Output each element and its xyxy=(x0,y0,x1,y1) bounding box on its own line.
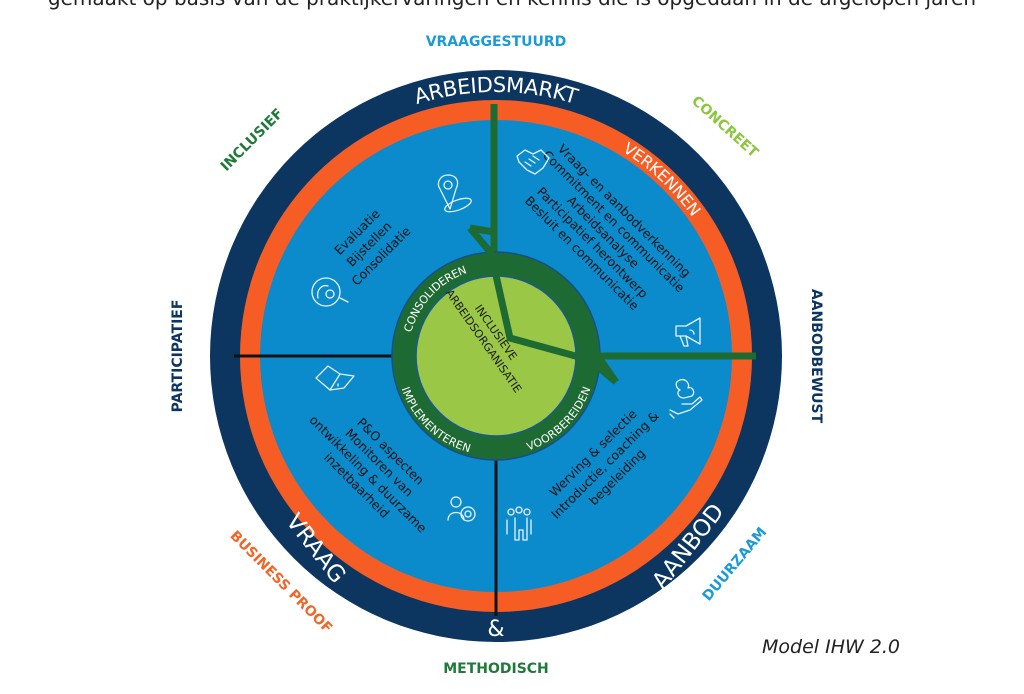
outer-label-aanbodbewust: AANBODBEWUST xyxy=(808,289,824,424)
outer-label-concreet: CONCREET xyxy=(688,93,761,161)
person-gear-icon xyxy=(447,496,476,522)
navy-ring-label-ampersand: & xyxy=(487,617,504,642)
outer-label-inclusief: INCLUSIEF xyxy=(218,106,287,175)
outer-label-participatief: PARTICIPATIEF xyxy=(170,300,186,413)
outer-label-vraaggestuurd: VRAAGGESTUURD xyxy=(426,34,567,50)
cut-off-intro-text: gemaakt op basis van de praktijkervaring… xyxy=(0,0,1024,10)
head-gear-magnifier-icon xyxy=(311,277,349,307)
handshake-icon xyxy=(516,149,550,175)
outer-label-methodisch: METHODISCH xyxy=(443,661,549,677)
arrow-tip-top xyxy=(469,224,495,236)
clock-hand-arrow xyxy=(467,225,619,385)
laptop-icon xyxy=(315,365,355,391)
people-group-icon xyxy=(506,506,532,541)
hand-holding-person-icon xyxy=(669,378,703,419)
arrow-tip-right xyxy=(592,349,619,385)
location-gear-icon xyxy=(437,174,472,213)
megaphone-icon xyxy=(675,317,701,347)
model-caption: Model IHW 2.0 xyxy=(762,636,901,658)
